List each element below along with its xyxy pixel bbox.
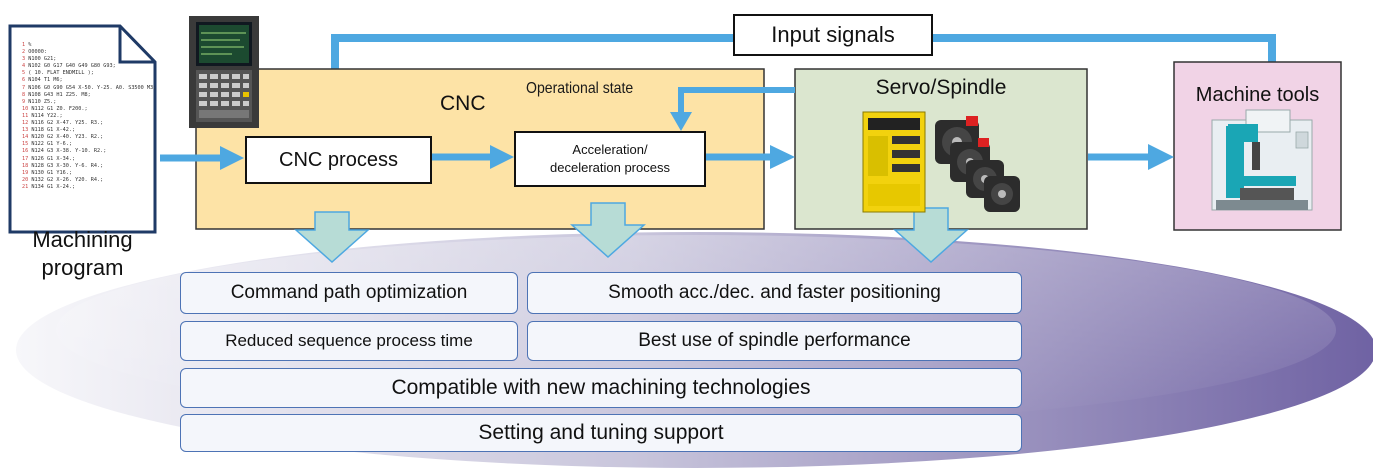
down-arrow-cnc <box>294 211 370 264</box>
program-code-line: 21 N134 G1 X-24.; <box>22 183 76 190</box>
program-code-line: 4 N102 G0 G17 G40 G49 G80 G93; <box>22 63 116 70</box>
program-code-line: 19 N130 G1 Y16.; <box>22 169 72 176</box>
program-code-line: 20 N132 G2 X-26. Y20. R4.; <box>22 176 104 183</box>
servo-spindle-title: Servo/Spindle <box>875 76 1007 99</box>
program-code-line: 11 N114 Y22.; <box>22 112 63 119</box>
program-code-line: 1 % <box>22 42 32 48</box>
machining-program-label-line1: Machining <box>32 227 133 252</box>
accel-line2: deceleration process <box>550 160 670 175</box>
machining-center-icon <box>1211 109 1313 211</box>
process-arrowhead <box>490 145 514 169</box>
down-arrow-accel <box>570 202 646 259</box>
program-code-line: 12 N116 G2 X-47. Y25. R3.; <box>22 120 104 127</box>
program-code-line: 2 O0000: <box>22 49 47 56</box>
accel-line1: Acceleration/ <box>572 142 648 157</box>
operational-state-arrowhead <box>670 112 692 131</box>
operational-state-label: Operational state <box>526 80 634 97</box>
input-signals-label: Input signals <box>733 14 933 56</box>
program-code-line: 15 N122 G1 Y-6.; <box>22 141 72 148</box>
program-code-line: 18 N128 G3 X-30. Y-6. R4.; <box>22 162 104 169</box>
program-code-line: 7 N106 G0 G90 G54 X-50. Y-25. A0. S3500 … <box>22 84 157 91</box>
feature-new-machining-technologies: Compatible with new machining technologi… <box>180 368 1022 408</box>
program-code-line: 9 N110 Z5.; <box>22 98 57 105</box>
program-code-listing: 1 %2 O0000:3 N100 G21;4 N102 G0 G17 G40 … <box>22 42 157 212</box>
feature-smooth-acc-dec: Smooth acc./dec. and faster positioning <box>527 272 1022 314</box>
program-code-line: 5 ( 10. FLAT ENDMILL ); <box>22 70 94 77</box>
program-arrowhead <box>220 146 244 170</box>
feature-reduced-sequence-time: Reduced sequence process time <box>180 321 518 361</box>
program-code-line: 16 N124 G3 X-38. Y-10. R2.; <box>22 148 107 155</box>
program-code-line: 14 N120 G2 X-40. Y23. R2.; <box>22 134 104 141</box>
machining-program-label-line2: program <box>41 255 124 280</box>
cnc-process-box: CNC process <box>245 136 432 184</box>
document-icon <box>8 24 157 234</box>
machining-program-label: Machining program <box>0 226 165 282</box>
program-code-line: 3 N100 G21; <box>22 56 57 63</box>
feature-setting-tuning-support: Setting and tuning support <box>180 414 1022 452</box>
program-code-line: 13 N118 G1 X-42.; <box>22 127 76 134</box>
feature-command-path-optimization: Command path optimization <box>180 272 518 314</box>
servo-arrowhead <box>1148 144 1174 170</box>
program-code-line: 6 N104 T1 M6; <box>22 77 63 84</box>
feature-spindle-performance: Best use of spindle performance <box>527 321 1022 361</box>
machine-tools-title: Machine tools <box>1195 84 1320 106</box>
accel-arrowhead <box>770 145 795 169</box>
operational-state-line <box>678 87 795 114</box>
cnc-title: CNC <box>440 92 486 115</box>
servo-amplifier-and-motors-icon <box>862 111 1020 213</box>
program-code-line: 17 N126 G1 X-34.; <box>22 155 76 162</box>
down-arrow-servo <box>893 207 969 264</box>
cnc-control-panel-icon <box>189 16 259 128</box>
acceleration-deceleration-box: Acceleration/ deceleration process <box>514 131 706 187</box>
program-code-line: 8 N108 G43 H1 Z25. M8; <box>22 91 91 98</box>
program-code-line: 10 N112 G1 Z0. F200.; <box>22 105 88 112</box>
